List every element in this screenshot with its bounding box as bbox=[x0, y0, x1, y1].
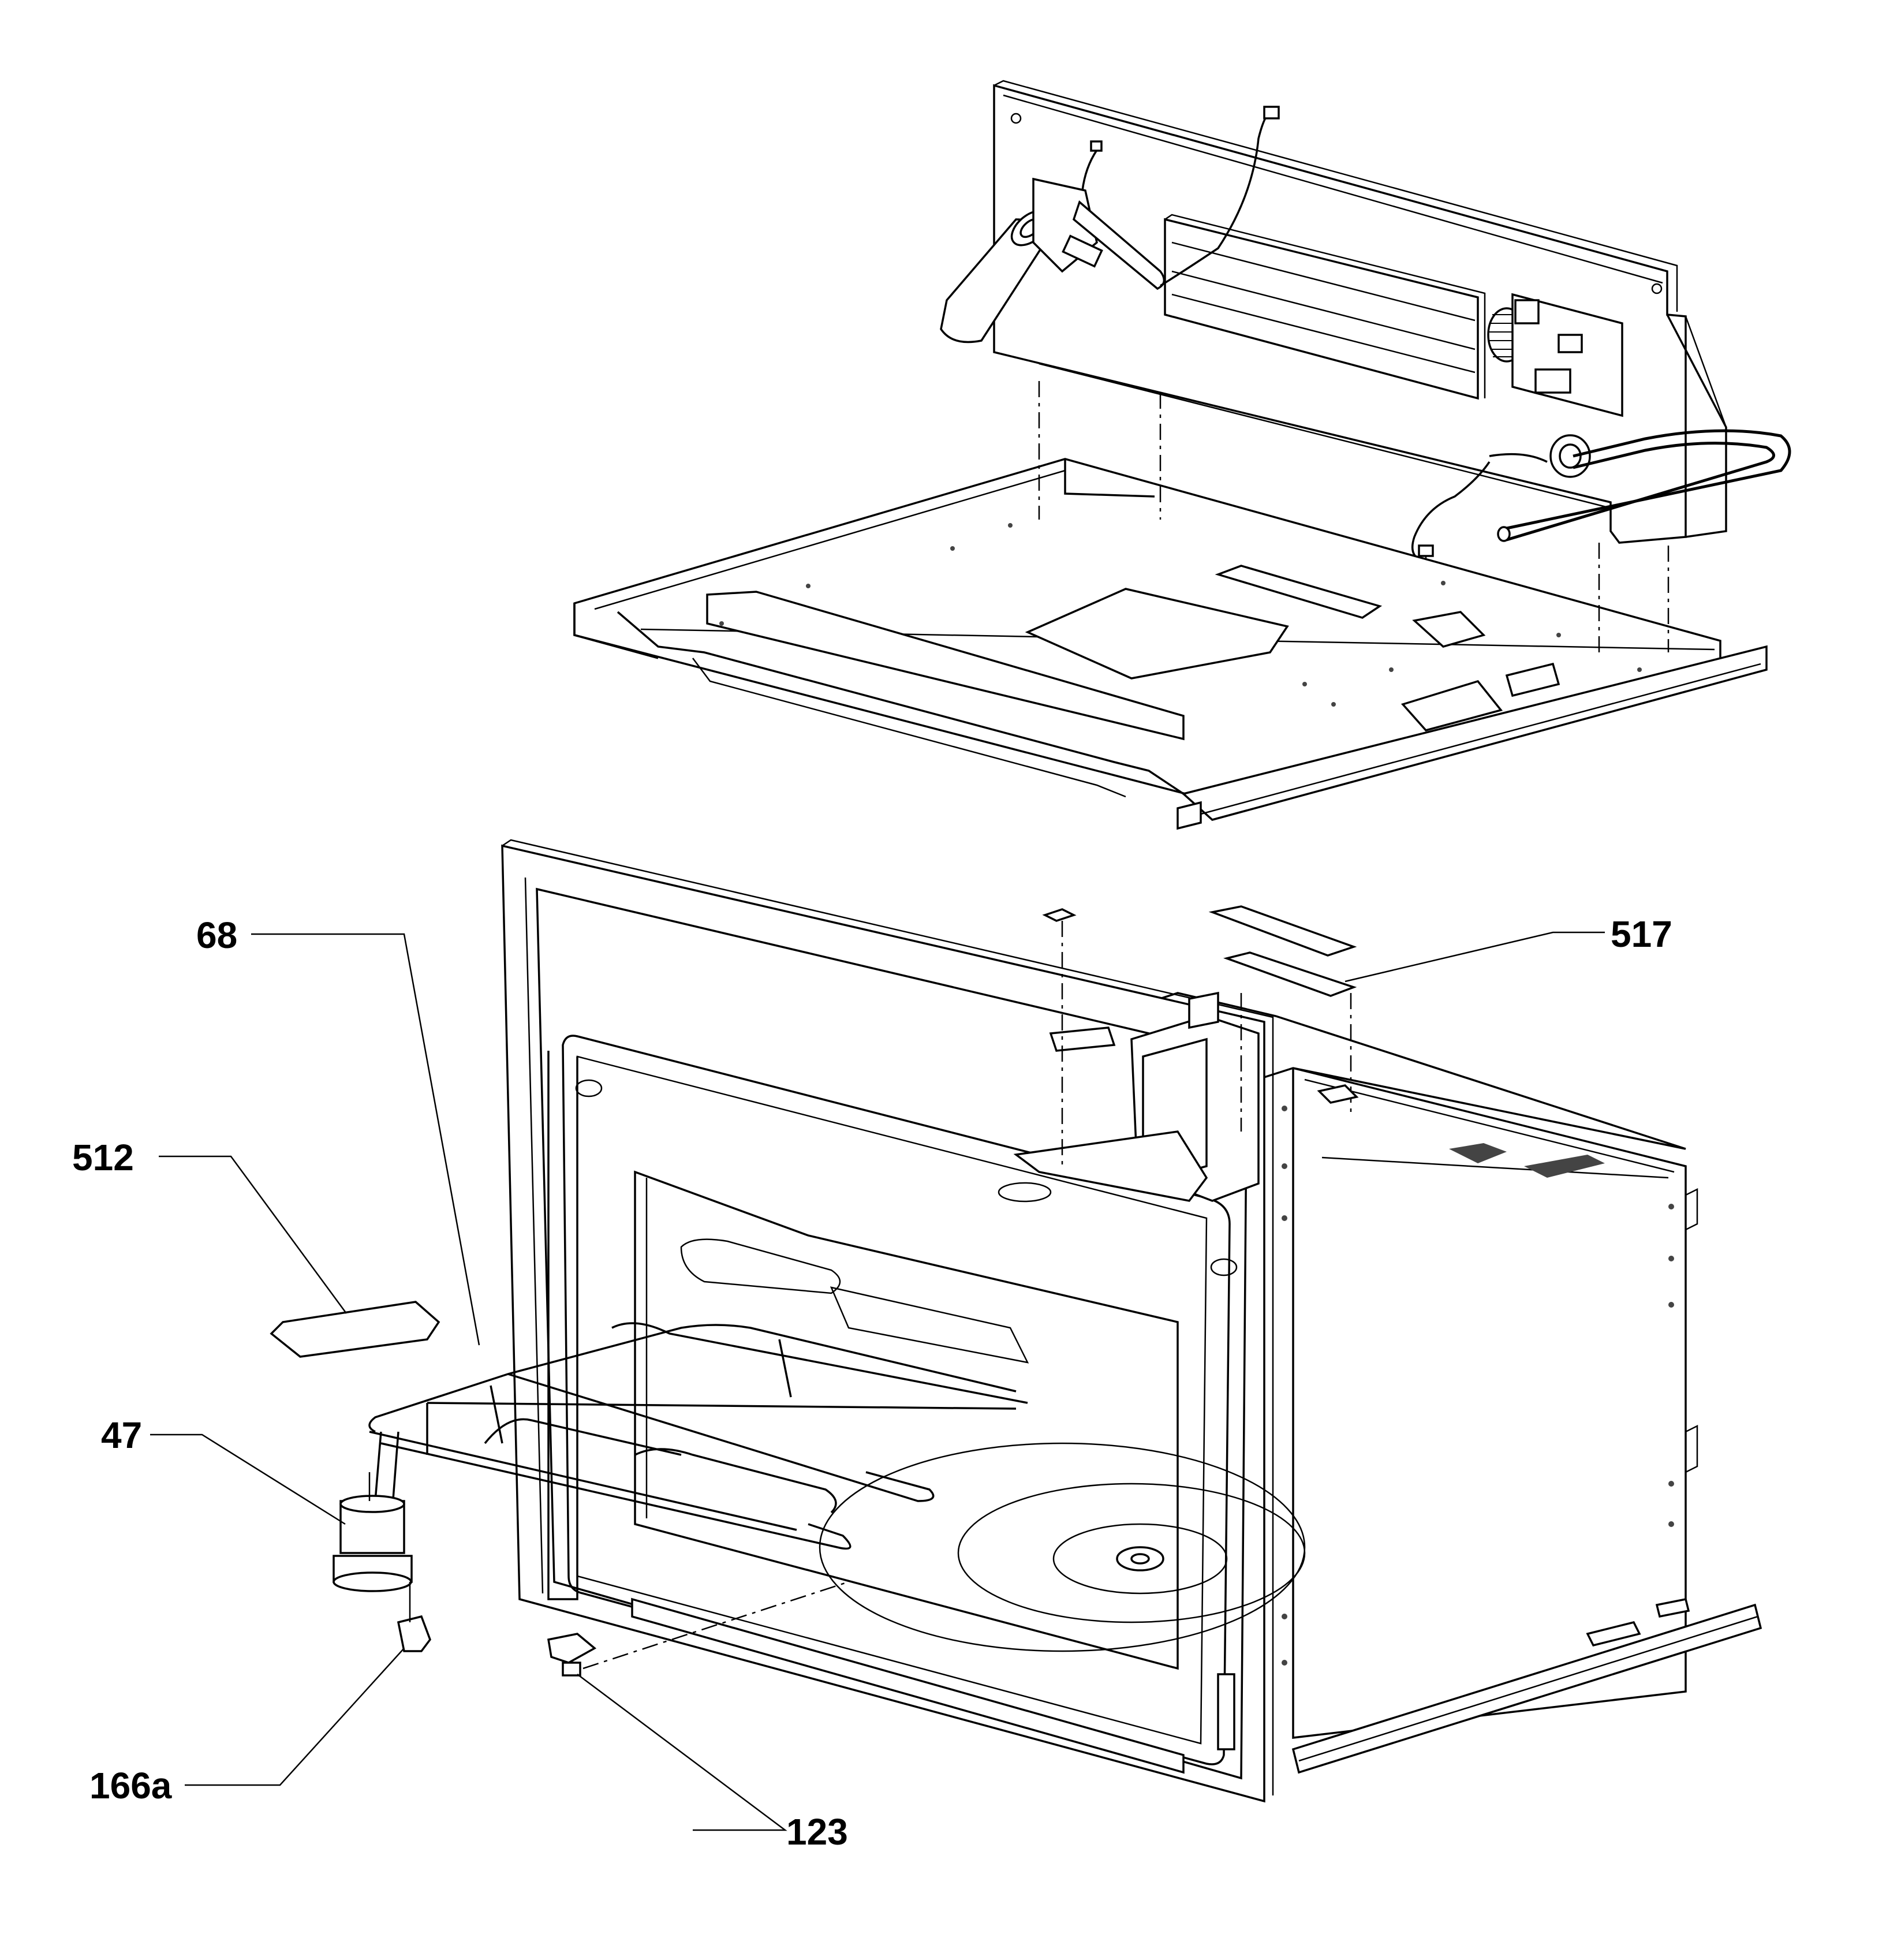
oven-cavity bbox=[501, 839, 1762, 1803]
part-166a-clip bbox=[397, 1582, 431, 1652]
part-47-support bbox=[333, 1472, 413, 1592]
wire-harness bbox=[1081, 106, 1548, 561]
leader-517 bbox=[1344, 931, 1605, 983]
circuit-board bbox=[1511, 293, 1623, 417]
top-assembly bbox=[573, 80, 1791, 830]
leader-512 bbox=[159, 1155, 348, 1314]
leader-47 bbox=[150, 1433, 346, 1525]
leader-lines bbox=[150, 931, 1605, 1831]
cavity-interior bbox=[631, 1170, 1306, 1774]
part-68-grill-element bbox=[368, 1322, 1028, 1550]
motor-capacitor bbox=[940, 177, 1166, 344]
leader-166a bbox=[185, 1648, 405, 1786]
power-cord bbox=[1418, 429, 1791, 569]
leader-68 bbox=[251, 933, 480, 1346]
callout-517: 517 bbox=[1611, 913, 1672, 955]
part-517 bbox=[1208, 905, 1359, 1132]
callout-166a: 166a bbox=[89, 1765, 172, 1806]
callout-labels: 68 512 47 166a 123 517 bbox=[72, 913, 1672, 1853]
callout-512: 512 bbox=[72, 1137, 134, 1178]
callout-47: 47 bbox=[101, 1414, 142, 1456]
assembly-guide-lines bbox=[1038, 381, 1670, 658]
stirrer-fastener bbox=[1042, 908, 1077, 1166]
part-123-coupler bbox=[547, 1581, 849, 1677]
leader-123 bbox=[577, 1674, 787, 1831]
base-tray bbox=[573, 458, 1768, 830]
part-512-mica-plate bbox=[270, 1301, 440, 1358]
callout-68: 68 bbox=[196, 914, 237, 956]
callout-123: 123 bbox=[786, 1811, 848, 1853]
